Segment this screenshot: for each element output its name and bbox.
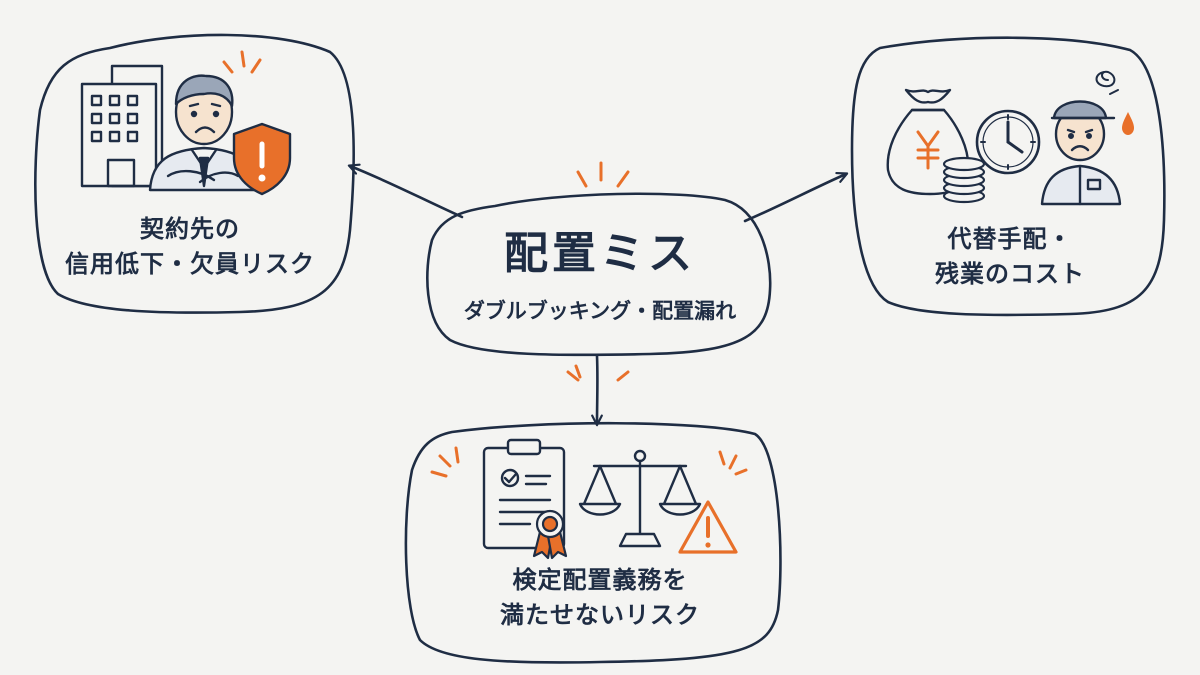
bottom-node-line1: 検定配置義務を <box>512 566 688 594</box>
left-burst-icon <box>222 50 262 74</box>
office-building-icon <box>80 64 164 188</box>
left-node-label: 契約先の 信用低下・欠員リスク <box>40 212 340 282</box>
center-title: 配置ミス <box>504 228 696 279</box>
center-top-burst-icon <box>576 161 630 188</box>
center-bottom-burst-icon <box>566 364 630 382</box>
left-node-line2: 信用低下・欠員リスク <box>65 249 315 278</box>
right-node-line1: 代替手配・ <box>947 225 1073 253</box>
center-subtitle: ダブルブッキング・配置漏れ <box>463 299 737 323</box>
bottom-node-label: 検定配置義務を 満たせないリスク <box>412 563 788 633</box>
coin-stack-icon <box>942 156 986 204</box>
bottom-node-line2: 満たせないリスク <box>500 600 700 629</box>
bottom-blob <box>404 421 782 664</box>
tired-worker-icon <box>1040 100 1122 206</box>
right-node-line2: 残業のコスト <box>935 259 1085 288</box>
right-blob <box>850 36 1166 317</box>
bottom-left-burst-icon <box>430 446 460 478</box>
center-blob <box>426 192 772 357</box>
left-node-line1: 契約先の <box>140 215 240 243</box>
left-blob <box>34 33 356 314</box>
right-node-label: 代替手配・ 残業のコスト <box>860 222 1160 292</box>
certificate-ribbon-icon <box>532 509 568 560</box>
bottom-right-burst-icon <box>718 450 748 476</box>
arrow-to-left <box>347 163 464 219</box>
balance-scale-icon <box>578 449 702 548</box>
stress-scribble-icon <box>1095 70 1119 95</box>
worried-businessman-icon <box>148 74 260 192</box>
sweat-drop-icon <box>1122 112 1134 135</box>
clock-icon <box>975 109 1041 175</box>
arrow-to-right <box>743 171 849 223</box>
warning-shield-icon <box>232 122 292 196</box>
warning-triangle-icon <box>678 500 738 554</box>
